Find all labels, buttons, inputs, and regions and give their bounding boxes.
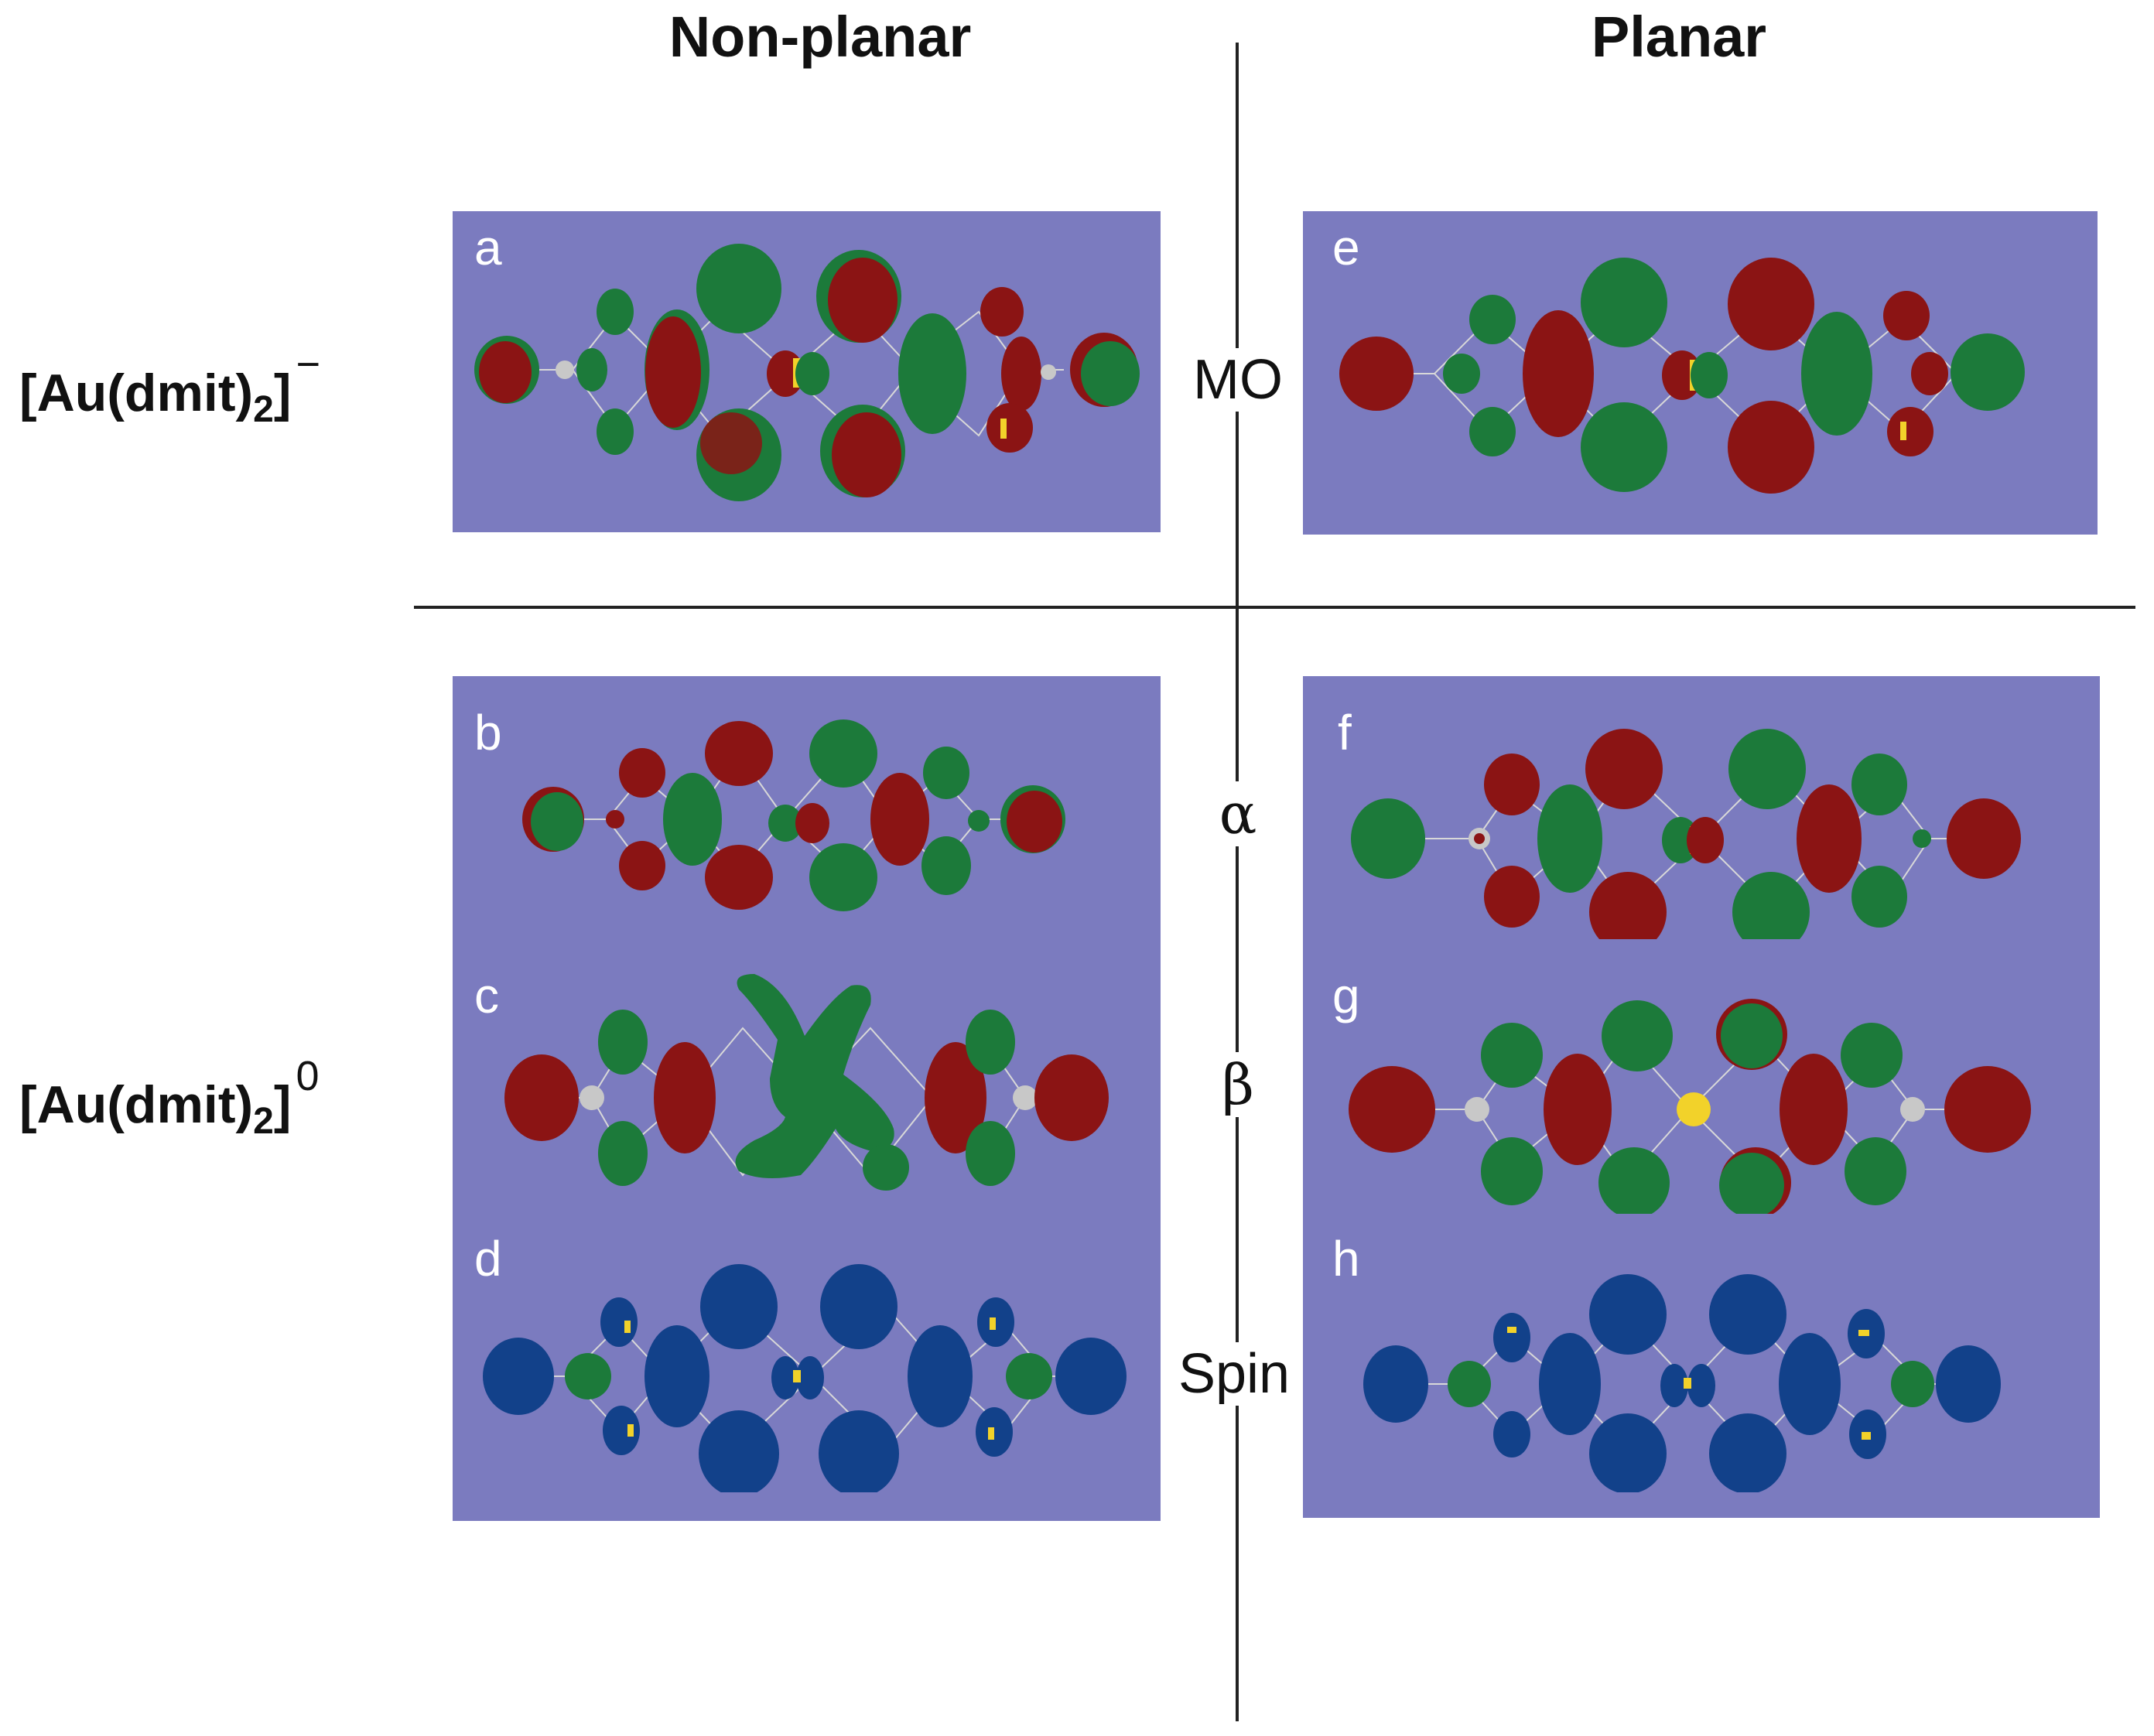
panel-label-a: a — [474, 220, 502, 275]
panel-e-anion-planar-mo: e — [1303, 211, 2098, 535]
label-spin: Spin — [1164, 1342, 1304, 1406]
row-label-anion: [Au(dmit)2]− — [19, 341, 321, 430]
panel-label-f: f — [1338, 705, 1352, 760]
column-header-non-planar: Non-planar — [668, 5, 972, 69]
spin-density-plot-h — [1363, 1274, 2001, 1492]
orbital-plot-g — [1349, 999, 2031, 1214]
label-beta: β — [1168, 1052, 1308, 1117]
orbital-plot-b — [522, 719, 1065, 911]
orbital-plot-a — [474, 244, 1140, 501]
panel-label-g: g — [1332, 968, 1360, 1023]
panel-a-anion-nonplanar-mo: a — [453, 211, 1161, 532]
vertical-divider — [1236, 43, 1239, 1721]
panel-fgh-neutral-planar: f g — [1303, 676, 2100, 1518]
row-label-neutral: [Au(dmit)2]0 — [19, 1053, 320, 1142]
orbital-plot-f — [1351, 729, 2021, 939]
panel-label-d: d — [474, 1231, 502, 1287]
panel-label-b: b — [474, 705, 502, 760]
horizontal-divider — [414, 606, 2135, 609]
label-mo: MO — [1168, 348, 1308, 412]
panel-label-e: e — [1332, 220, 1360, 275]
orbital-plot-c — [504, 974, 1109, 1191]
label-alpha: α — [1168, 781, 1308, 846]
panel-label-h: h — [1332, 1231, 1360, 1287]
panel-bcd-neutral-nonplanar: b c — [453, 676, 1161, 1521]
spin-density-plot-d — [483, 1264, 1127, 1492]
column-header-planar: Planar — [1591, 5, 1767, 69]
orbital-plot-e — [1339, 258, 2025, 494]
panel-label-c: c — [474, 968, 499, 1023]
